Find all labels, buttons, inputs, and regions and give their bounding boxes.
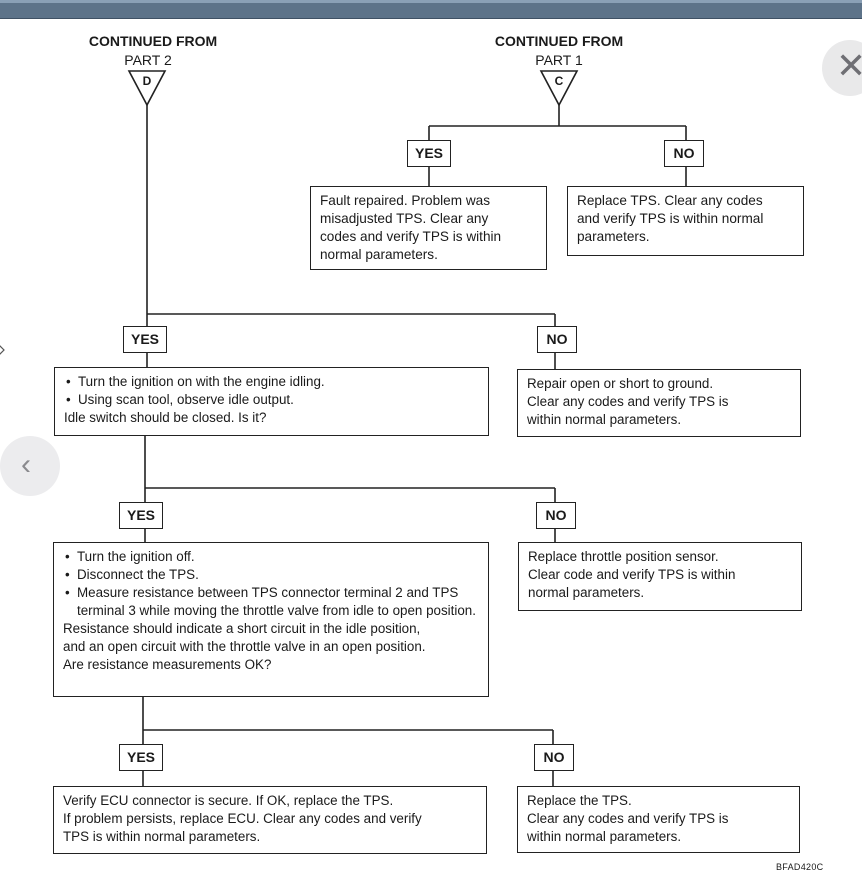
connector-d-title: CONTINUED FROM: [88, 33, 218, 49]
step1-bullet: Turn the ignition on with the engine idl…: [64, 373, 479, 391]
step2-no-box: Replace throttle position sensor. Clear …: [518, 542, 802, 611]
top-bar-highlight: [0, 0, 862, 3]
step2-bullet: Disconnect the TPS.: [63, 566, 479, 584]
box-line: misadjusted TPS. Clear any: [320, 211, 489, 226]
step2-yes-label: YES: [119, 502, 163, 529]
cursor-edge-icon: [0, 345, 5, 355]
chevron-left-icon: ‹: [21, 448, 31, 481]
step1-question: Idle switch should be closed. Is it?: [64, 410, 267, 425]
box-line: parameters.: [577, 229, 650, 244]
box-line: TPS is within normal parameters.: [63, 829, 261, 844]
box-line: within normal parameters.: [527, 412, 682, 427]
branch-c-yes-box: Fault repaired. Problem was misadjusted …: [310, 186, 547, 270]
box-line: and an open circuit with the throttle va…: [63, 639, 426, 654]
connector-d-part: PART 2: [124, 52, 172, 68]
branch-c-no-label: NO: [664, 140, 704, 167]
connector-d-letter: D: [142, 74, 152, 88]
connector-c-part: PART 1: [535, 52, 583, 68]
box-line: within normal parameters.: [527, 829, 682, 844]
step2-bullet: Turn the ignition off.: [63, 548, 479, 566]
box-line: Repair open or short to ground.: [527, 376, 714, 391]
step2-yes-box: Turn the ignition off. Disconnect the TP…: [53, 542, 489, 697]
step1-yes-label: YES: [123, 326, 167, 353]
box-line: Clear any codes and verify TPS is: [527, 811, 729, 826]
box-line: normal parameters.: [528, 585, 645, 600]
connector-c-triangle: [539, 70, 579, 107]
box-line: If problem persists, replace ECU. Clear …: [63, 811, 422, 826]
box-line: Resistance should indicate a short circu…: [63, 621, 421, 636]
close-button[interactable]: ✕: [822, 40, 862, 96]
step2-bullet: Measure resistance between TPS connector…: [63, 584, 479, 620]
box-line: codes and verify TPS is within: [320, 229, 502, 244]
step3-no-label: NO: [534, 744, 574, 771]
branch-c-no-box: Replace TPS. Clear any codes and verify …: [567, 186, 804, 256]
step1-yes-box: Turn the ignition on with the engine idl…: [54, 367, 489, 436]
step1-no-label: NO: [537, 326, 577, 353]
connector-d-triangle: [127, 70, 167, 107]
step2-no-label: NO: [536, 502, 576, 529]
step3-yes-box: Verify ECU connector is secure. If OK, r…: [53, 786, 487, 854]
box-line: normal parameters.: [320, 247, 438, 262]
box-line: Replace TPS. Clear any codes: [577, 193, 763, 208]
step1-bullet: Using scan tool, observe idle output.: [64, 391, 479, 409]
box-line: Replace throttle position sensor.: [528, 549, 719, 564]
box-line: Are resistance measurements OK?: [63, 657, 272, 672]
step3-no-box: Replace the TPS. Clear any codes and ver…: [517, 786, 800, 853]
branch-c-yes-label: YES: [407, 140, 451, 167]
previous-button[interactable]: ‹: [0, 436, 60, 496]
box-line: Clear any codes and verify TPS is: [527, 394, 729, 409]
close-x-icon: ✕: [836, 45, 862, 86]
box-line: Fault repaired. Problem was: [320, 193, 490, 208]
box-line: and verify TPS is within normal: [577, 211, 764, 226]
connector-c-letter: C: [554, 74, 564, 88]
box-line: Clear code and verify TPS is within: [528, 567, 736, 582]
connector-c-title: CONTINUED FROM: [494, 33, 624, 49]
viewer-top-bar: [0, 0, 862, 19]
box-line: Replace the TPS.: [527, 793, 632, 808]
step1-no-box: Repair open or short to ground. Clear an…: [517, 369, 801, 437]
step3-yes-label: YES: [119, 744, 163, 771]
box-line: Verify ECU connector is secure. If OK, r…: [63, 793, 394, 808]
figure-id: BFAD420C: [776, 862, 824, 872]
